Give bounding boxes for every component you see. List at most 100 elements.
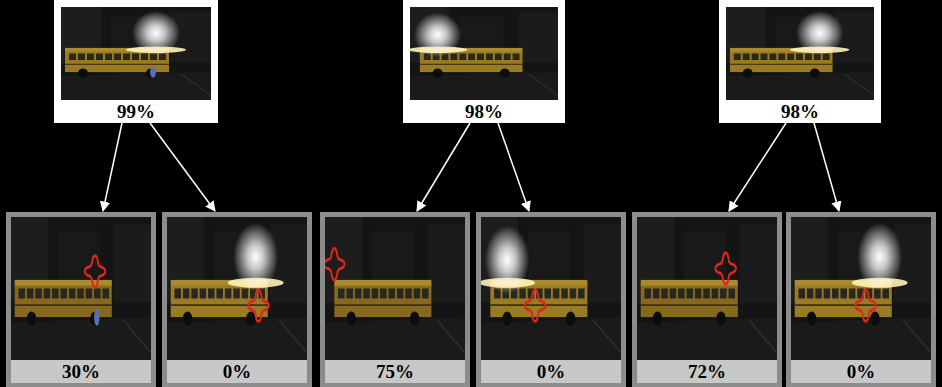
confidence-score: 98%: [410, 100, 558, 123]
bus-wheel: [346, 311, 355, 325]
bus-window: [338, 289, 345, 299]
occlusion-mask-outline: [325, 248, 345, 280]
road-surface: [410, 72, 558, 100]
confidence-score: 72%: [637, 360, 777, 383]
bus-window: [94, 289, 101, 299]
road-marking: [749, 320, 777, 353]
bus-stripe: [730, 64, 833, 65]
bus-window: [734, 54, 741, 61]
bus-window: [174, 289, 181, 299]
masked-image-card: 72%: [632, 212, 782, 387]
bus-window: [141, 54, 148, 61]
image-frame: [637, 217, 777, 360]
bus-window: [69, 54, 76, 61]
scene-illustration: [167, 217, 307, 360]
bus-window: [35, 289, 42, 299]
masked-image-card: 0%: [476, 212, 626, 387]
night-background: [637, 217, 777, 360]
bus-window: [225, 289, 232, 299]
bus-window: [405, 289, 412, 299]
bus-window: [712, 289, 719, 299]
confidence-score: 0%: [791, 360, 931, 383]
light-glare: [796, 11, 843, 56]
image-frame: [726, 7, 874, 100]
scene-illustration: [410, 7, 558, 100]
bus-window: [578, 289, 585, 299]
bus-window: [216, 289, 223, 299]
bus-window: [840, 289, 847, 299]
bus-window: [670, 289, 677, 299]
bus-window: [832, 289, 839, 299]
bus-window: [761, 54, 768, 61]
light-glare: [485, 226, 530, 295]
bus-stripe: [171, 304, 268, 306]
bus-stripe: [15, 304, 112, 306]
occlusion-mask-outline: [85, 256, 106, 288]
confidence-score: 30%: [11, 360, 151, 383]
light-glare: [414, 13, 461, 58]
arrow-connector: [729, 123, 786, 211]
bus-window: [653, 289, 660, 299]
bus-stripe: [65, 64, 169, 65]
building-shape: [428, 224, 465, 303]
bus-window: [102, 289, 109, 299]
light-glare: [132, 11, 180, 56]
bus-wheel: [500, 68, 510, 77]
masked-image-card: 30%: [6, 212, 156, 387]
person-figure: [94, 309, 100, 326]
bus-window: [60, 289, 67, 299]
bus-window: [570, 289, 577, 299]
bus-wheel: [246, 311, 255, 325]
arrow-connector: [814, 123, 839, 211]
arrow-connector: [498, 123, 529, 211]
bus-window: [778, 54, 785, 61]
bus-window: [644, 289, 651, 299]
bus-window: [805, 54, 812, 61]
scene-illustration: [61, 7, 211, 100]
bus-window: [96, 54, 103, 61]
road-marking: [437, 320, 465, 353]
night-background: [325, 217, 465, 360]
bus-window: [414, 289, 421, 299]
road-surface: [481, 317, 621, 360]
confidence-score: 0%: [167, 360, 307, 383]
confidence-score: 98%: [726, 100, 874, 123]
bus-window: [355, 289, 362, 299]
confidence-score: 75%: [325, 360, 465, 383]
scene-illustration: [481, 217, 621, 360]
source-image-card: 98%: [719, 0, 881, 123]
scene-illustration: [325, 217, 465, 360]
bus-window: [561, 289, 568, 299]
occlusion-mask-outline: [525, 290, 546, 322]
bus-wheel: [566, 311, 575, 325]
bus-stripe: [490, 304, 587, 306]
bus-window: [477, 54, 484, 61]
bus-window: [752, 54, 759, 61]
bus-window: [346, 289, 353, 299]
bus-window: [686, 289, 693, 299]
building-shape: [519, 12, 558, 63]
bus-window: [798, 289, 805, 299]
bus-wheel: [870, 311, 879, 325]
night-background: [61, 7, 211, 100]
bus-window: [796, 54, 803, 61]
bus-window: [183, 289, 190, 299]
person-figure: [150, 67, 156, 78]
bus-window: [787, 54, 794, 61]
bus-window: [849, 289, 856, 299]
light-glare: [233, 223, 278, 292]
image-frame: [61, 7, 211, 100]
source-image-card: 99%: [54, 0, 218, 123]
bus-window: [363, 289, 370, 299]
bus-window: [544, 289, 551, 299]
bus-wheel: [653, 311, 662, 325]
bus-window: [553, 289, 560, 299]
bus-window: [114, 54, 121, 61]
bus-wheel: [183, 311, 192, 325]
occlusion-mask-outline: [248, 290, 269, 322]
bus-window: [132, 54, 139, 61]
bus-window: [824, 289, 831, 299]
bus-wheel: [807, 311, 816, 325]
bus-window: [200, 289, 207, 299]
